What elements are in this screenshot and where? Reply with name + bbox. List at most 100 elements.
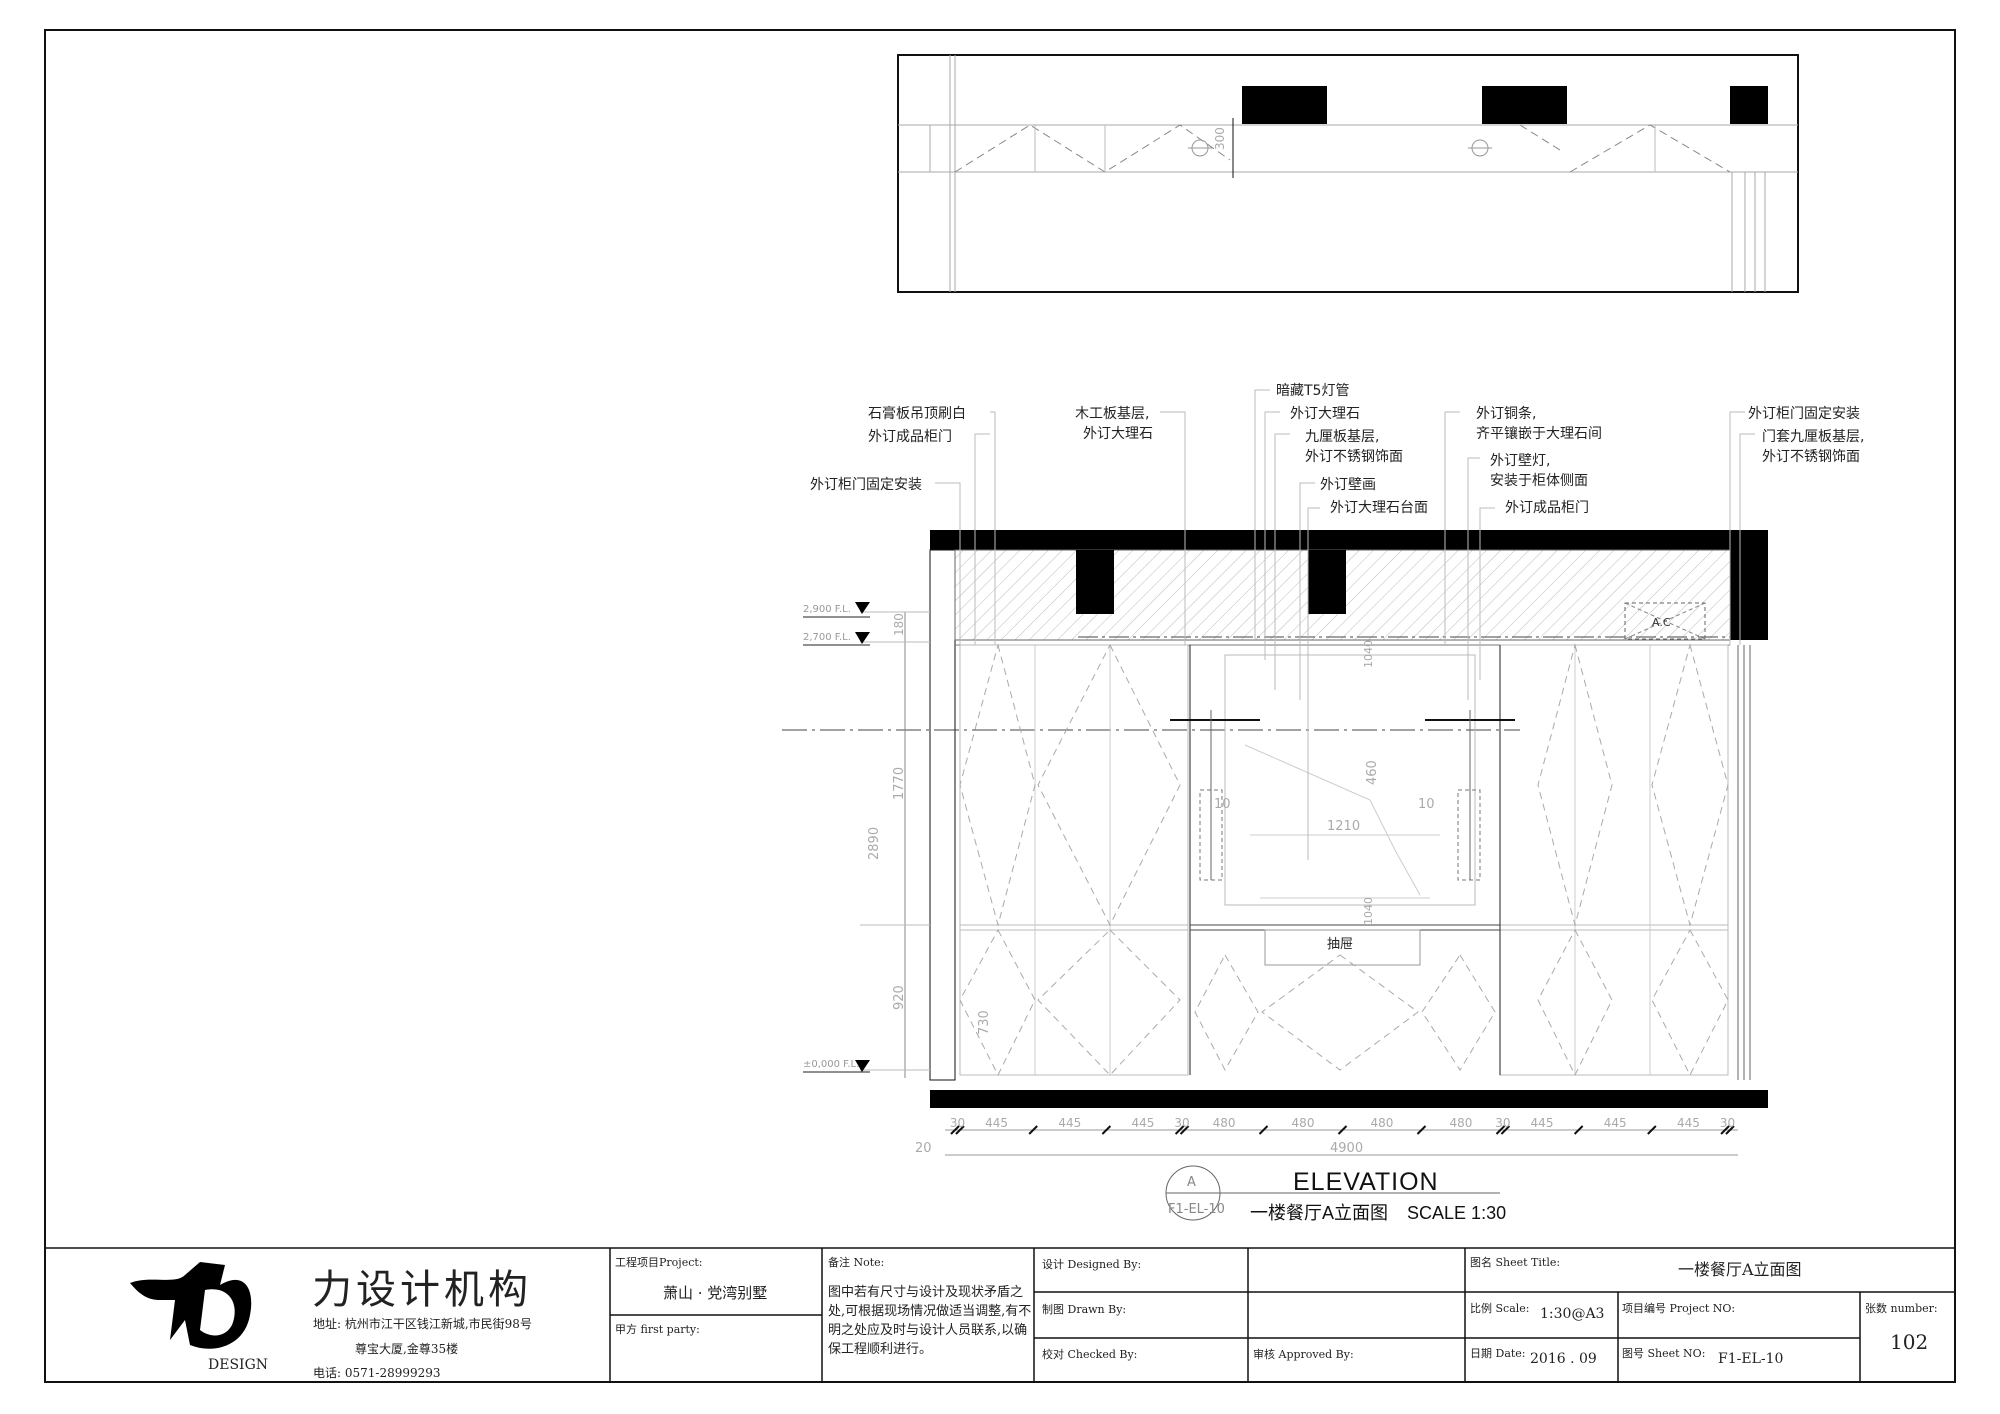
firm-name: 力设计机构 <box>312 1267 532 1313</box>
sheet-no-label: 图号 Sheet NO: <box>1622 1347 1706 1360</box>
dim-1040-bottom: 1040 <box>1362 897 1375 925</box>
sheet-border <box>44 29 1956 1383</box>
level-marker-soffit: 2,700 F.L. <box>803 632 870 646</box>
dim-segment-label: 30 <box>1495 1116 1510 1130</box>
drawing-subtitle: 一楼餐厅A立面图 SCALE 1:30 <box>1250 1199 1506 1225</box>
callout-door-ply-1: 门套九厘板基层, <box>1762 429 1865 445</box>
sheets-label: 张数 number: <box>1865 1302 1938 1315</box>
callout-marble: 外订大理石 <box>1290 406 1360 422</box>
dim-tick <box>1500 1125 1511 1135</box>
dim-tick <box>955 1125 965 1135</box>
callout-finished-door-right: 外订成品柜门 <box>1505 500 1589 516</box>
checked-by-label: 校对 Checked By: <box>1042 1348 1138 1361</box>
label-drawer: 抽屉 <box>1327 937 1353 952</box>
callout-marble-counter: 外订大理石台面 <box>1330 500 1428 516</box>
firm-logo <box>130 1262 252 1349</box>
dim-segment-label: 445 <box>1604 1116 1627 1130</box>
callout-ply-base-1: 九厘板基层, <box>1305 429 1380 445</box>
dim-tick <box>1337 1125 1348 1135</box>
dim-segment-label: 445 <box>1132 1116 1155 1130</box>
dim-segment-label: 445 <box>1531 1116 1554 1130</box>
level-marker-ceiling: 2,900 F.L. <box>803 602 870 618</box>
dim-10-right: 10 <box>1418 797 1435 812</box>
ceiling-plan-view: 300 <box>897 54 1799 293</box>
dim-v-920: 920 <box>892 985 907 1010</box>
note-label: 备注 Note: <box>828 1256 885 1269</box>
callout-door-ply-2: 外订不锈钢饰面 <box>1762 449 1860 465</box>
dim-1210: 1210 <box>1327 819 1360 834</box>
callout-wood-base-1: 木工板基层, <box>1075 406 1150 422</box>
svg-text:2,700 F.L.: 2,700 F.L. <box>803 632 851 643</box>
dim-segment-label: 30 <box>1720 1116 1735 1130</box>
project-value: 萧山 · 党湾别墅 <box>663 1284 768 1302</box>
dim-20: 20 <box>915 1141 932 1156</box>
callout-t5-light: 暗藏T5灯管 <box>1276 383 1350 399</box>
project-label: 工程项目Project: <box>615 1256 703 1269</box>
dim-tick <box>1416 1125 1427 1135</box>
dim-tick <box>1725 1125 1735 1135</box>
dim-top-300: 300 <box>1213 127 1227 150</box>
callout-copper-strip-2: 齐平镶嵌于大理石间 <box>1476 426 1602 442</box>
dim-segment-label: 480 <box>1213 1116 1236 1130</box>
dim-segment-label: 30 <box>1174 1116 1189 1130</box>
drawn-by-label: 制图 Drawn By: <box>1042 1303 1127 1316</box>
dim-10-left: 10 <box>1214 797 1231 812</box>
dim-1040-top: 1040 <box>1362 640 1375 668</box>
drawing-title: ELEVATION <box>1293 1168 1439 1196</box>
dim-segment-label: 480 <box>1371 1116 1394 1130</box>
dim-tick <box>950 1125 960 1135</box>
dim-segment-label: 445 <box>1677 1116 1700 1130</box>
sheets-value: 102 <box>1890 1330 1929 1354</box>
firm-address-1: 地址: 杭州市江干区钱江新城,市民街98号 <box>313 1317 532 1331</box>
first-party-label: 甲方 first party: <box>615 1323 700 1336</box>
svg-text:2,900 F.L.: 2,900 F.L. <box>803 604 851 615</box>
svg-text:±0,000 F.L.: ±0,000 F.L. <box>803 1059 859 1070</box>
dim-v-2890: 2890 <box>867 827 882 860</box>
drawing-scale: SCALE 1:30 <box>1407 1203 1507 1223</box>
callout-wood-base-2: 外订大理石 <box>1083 426 1153 442</box>
note-text: 图中若有尺寸与设计及现状矛盾之处,可根据现场情况做适当调整,有不明之处应及时与设… <box>828 1285 1032 1357</box>
dim-tick <box>1495 1125 1506 1135</box>
approved-by-label: 审核 Approved By: <box>1253 1348 1354 1361</box>
dim-tick <box>1647 1125 1657 1135</box>
svg-text:A: A <box>1187 1175 1196 1190</box>
dim-segment-label: 480 <box>1450 1116 1473 1130</box>
date-value: 2016 . 09 <box>1530 1351 1597 1367</box>
ac-unit <box>1624 602 1706 640</box>
title-block-grid <box>45 1247 1955 1382</box>
dim-total-4900: 4900 <box>1330 1141 1363 1156</box>
callout-wall-lamp-1: 外订壁灯, <box>1490 453 1551 469</box>
project-no-label: 项目编号 Project NO: <box>1622 1302 1736 1315</box>
sheet-title-value: 一楼餐厅A立面图 <box>1678 1260 1802 1279</box>
dim-v-180: 180 <box>892 613 906 636</box>
drawing-subtitle-cn: 一楼餐厅A立面图 <box>1250 1203 1389 1223</box>
sheet-no-value: F1-EL-10 <box>1718 1351 1784 1367</box>
dim-730: 730 <box>977 1010 992 1035</box>
dim-segment-label: 30 <box>950 1116 965 1130</box>
dim-tick <box>1028 1125 1038 1135</box>
scale-value: 1:30@A3 <box>1540 1306 1605 1322</box>
callout-finished-door-left: 外订成品柜门 <box>868 429 952 445</box>
firm-phone: 电话: 0571-28999293 <box>313 1366 441 1380</box>
dim-tick <box>1720 1125 1730 1135</box>
ac-label: A.C <box>1652 616 1671 629</box>
dim-segment-label: 445 <box>1058 1116 1081 1130</box>
dim-tick <box>1258 1125 1269 1135</box>
callout-wall-lamp-2: 安装于柜体侧面 <box>1490 473 1588 489</box>
callout-cabinet-fixed-left: 外订柜门固定安装 <box>810 477 922 493</box>
date-label: 日期 Date: <box>1470 1347 1526 1360</box>
sheet-title-label: 图名 Sheet Title: <box>1470 1256 1561 1269</box>
dim-tick <box>1179 1125 1190 1135</box>
firm-address-2: 尊宝大厦,金尊35楼 <box>355 1342 459 1356</box>
dim-tick <box>1174 1125 1185 1135</box>
elevation-view: A.C <box>782 389 1768 1221</box>
designed-by-label: 设计 Designed By: <box>1042 1258 1142 1271</box>
svg-text:F1-EL-10: F1-EL-10 <box>1168 1202 1225 1217</box>
dim-segment-label: 480 <box>1292 1116 1315 1130</box>
dim-tick <box>1573 1125 1584 1135</box>
dim-460: 460 <box>1365 760 1380 785</box>
callout-gypsum-ceiling: 石膏板吊顶刷白 <box>868 406 966 422</box>
dim-v-1770: 1770 <box>892 767 907 800</box>
